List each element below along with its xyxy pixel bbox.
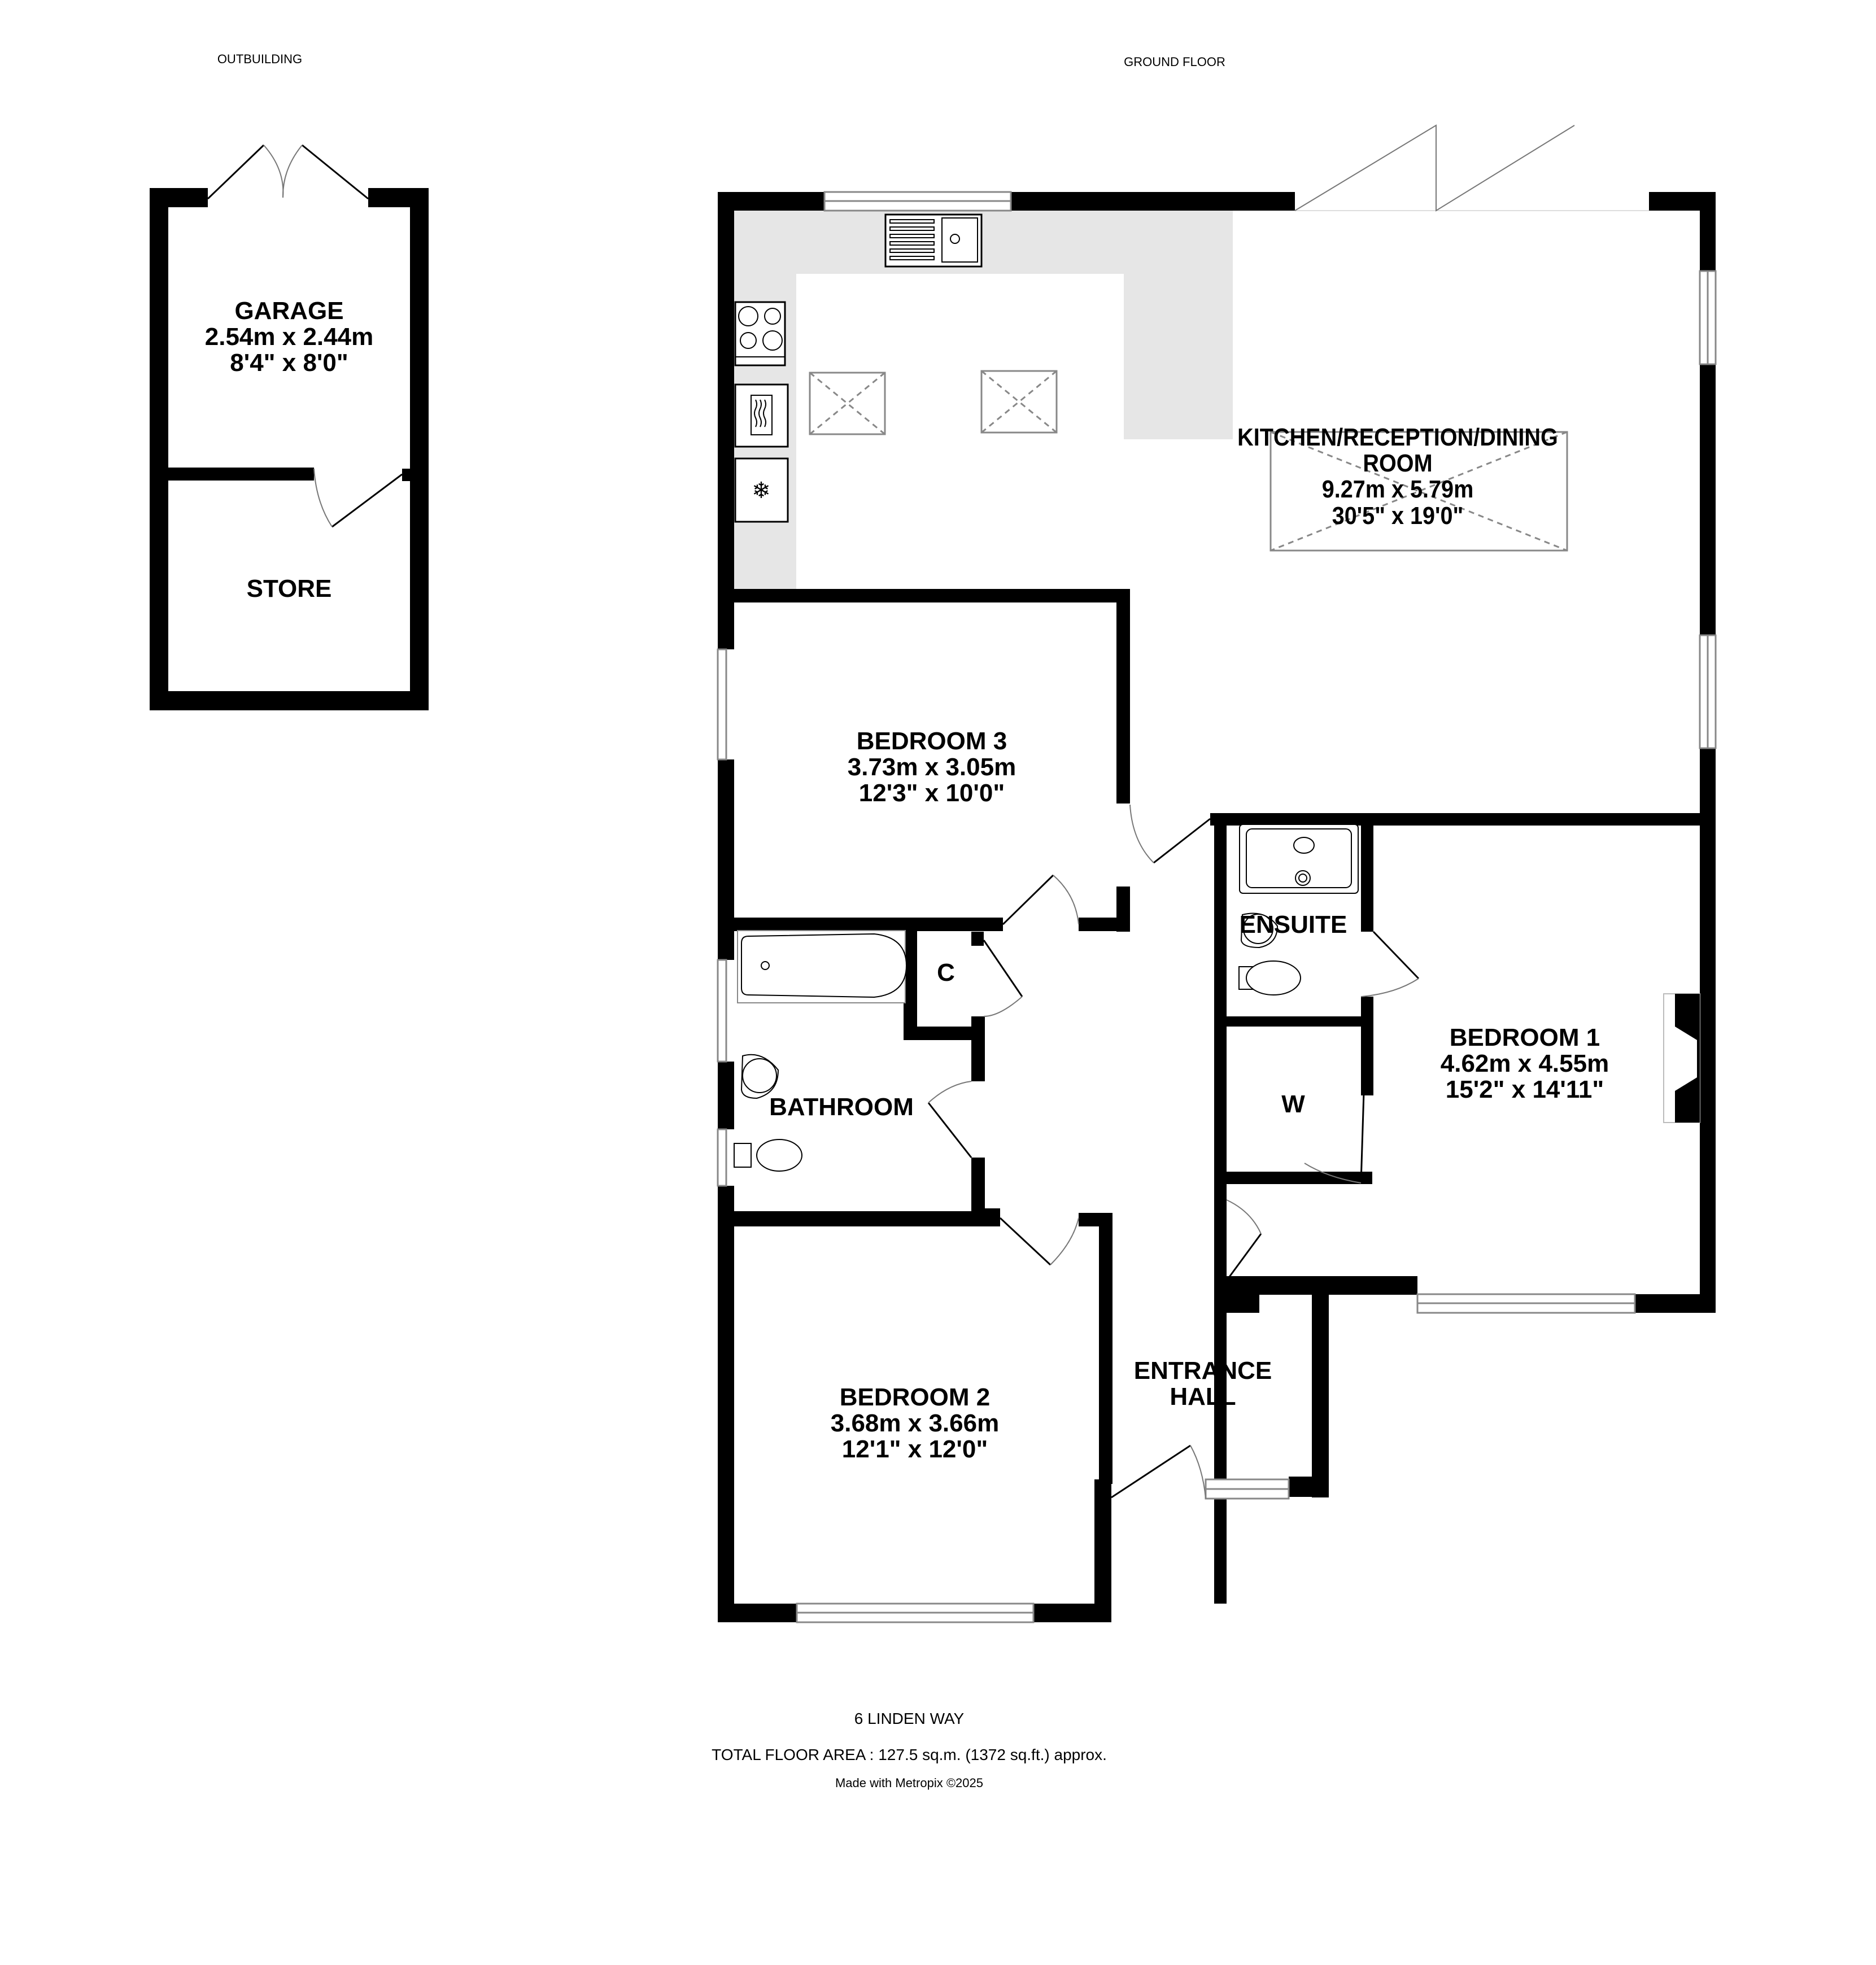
room-label-wardrobe: W [1265, 1091, 1321, 1117]
shower-tray-icon [1239, 824, 1359, 894]
outbuilding-header: OUTBUILDING [217, 52, 303, 66]
door-swing-icon [1002, 874, 1079, 925]
room-name: STORE [246, 575, 332, 602]
room-label-bedroom2: BEDROOM 2 3.68m x 3.66m 12'1" x 12'0" [774, 1383, 1056, 1464]
window-icon [717, 959, 727, 1063]
room-metric: 2.54m x 2.44m [204, 323, 374, 351]
window-icon [796, 1602, 1035, 1623]
skylight-icon [980, 370, 1058, 434]
window-icon [1205, 1478, 1290, 1500]
room-name: ENTRANCE [1133, 1357, 1272, 1385]
room-label-ensuite: ENSUITE [1231, 911, 1355, 938]
svg-text:❄: ❄ [752, 478, 771, 504]
room-label-bedroom1: BEDROOM 1 4.62m x 4.55m 15'2" x 14'11" [1384, 1024, 1666, 1104]
room-name: BEDROOM 3 [856, 727, 1007, 755]
room-metric: 4.62m x 4.55m [1440, 1050, 1609, 1078]
door-swing-icon [999, 1217, 1079, 1266]
oven-icon [734, 383, 789, 448]
room-label-bedroom3: BEDROOM 3 3.73m x 3.05m 12'3" x 10'0" [791, 728, 1073, 807]
room-metric: 3.68m x 3.66m [830, 1409, 1000, 1438]
window-icon [717, 648, 727, 761]
room-imperial: 30'5" x 19'0" [1332, 501, 1464, 530]
window-icon [823, 191, 1012, 212]
property-address: 6 LINDEN WAY [854, 1710, 965, 1727]
total-floor-area: TOTAL FLOOR AREA : 127.5 sq.m. (1372 sq.… [712, 1746, 1107, 1763]
bath-icon [737, 930, 908, 1003]
door-swing-icon [1111, 1444, 1206, 1499]
store-door-icon [313, 468, 403, 528]
hob-icon [734, 301, 786, 366]
skylight-icon [809, 372, 886, 435]
door-swing-icon [1360, 931, 1420, 997]
room-imperial: 15'2" x 14'11" [1445, 1076, 1604, 1104]
room-label-kitchen: KITCHEN/RECEPTION/DINING ROOM 9.27m x 5.… [1207, 423, 1589, 530]
room-metric: 3.73m x 3.05m [847, 753, 1016, 781]
window-icon [717, 1128, 727, 1187]
room-label-bathroom: BATHROOM [751, 1094, 932, 1120]
basin-icon [740, 1054, 779, 1099]
bifold-door-icon [1294, 124, 1649, 212]
room-imperial: 12'1" x 12'0" [841, 1435, 988, 1464]
toilet-icon [734, 1139, 802, 1172]
door-swing-icon [927, 1081, 972, 1158]
fridge-freezer-icon: ❄ [734, 457, 789, 523]
window-icon [1699, 270, 1717, 365]
room-name-cont: HALL [1170, 1383, 1236, 1411]
room-label-entrance-hall: ENTRANCE HALL [1118, 1357, 1288, 1411]
sink-icon [884, 213, 983, 268]
room-name: BATHROOM [769, 1093, 914, 1121]
outbuilding-walls [150, 188, 429, 710]
room-name: GARAGE [234, 297, 344, 325]
door-swing-icon [983, 940, 1023, 1017]
toilet-icon [1238, 960, 1301, 995]
door-swing-icon [1225, 1199, 1262, 1281]
room-name: ENSUITE [1239, 911, 1347, 938]
room-name: BEDROOM 2 [839, 1383, 991, 1411]
room-name: W [1281, 1090, 1305, 1118]
room-label-garage: GARAGE 2.54m x 2.44m 8'4" x 8'0" [168, 298, 410, 377]
door-swing-icon [1304, 1092, 1365, 1184]
basin-icon [1240, 912, 1279, 949]
kitchen-worktop [733, 211, 1233, 589]
room-name: C [937, 959, 955, 986]
room-imperial: 8'4" x 8'0" [230, 349, 348, 377]
ground-floor-walls [718, 192, 1716, 1622]
garage-double-door-icon [207, 144, 369, 200]
room-imperial: 12'3" x 10'0" [858, 779, 1005, 807]
credit-line: Made with Metropix ©2025 [835, 1776, 983, 1790]
ground-floor-header: GROUND FLOOR [1124, 55, 1225, 69]
skylight-icon [1269, 431, 1568, 552]
room-name-cont: ROOM [1363, 449, 1433, 478]
fireplace-icon [1663, 993, 1700, 1123]
room-name: BEDROOM 1 [1449, 1024, 1600, 1051]
room-label-cupboard: C [920, 959, 971, 986]
room-label-store: STORE [168, 575, 410, 602]
room-metric: 9.27m x 5.79m [1321, 475, 1474, 504]
windows [717, 191, 1717, 1623]
window-icon [1699, 634, 1717, 749]
door-swing-icon [1129, 804, 1211, 864]
window-icon [1416, 1293, 1636, 1314]
room-name: KITCHEN/RECEPTION/DINING [1237, 423, 1558, 451]
